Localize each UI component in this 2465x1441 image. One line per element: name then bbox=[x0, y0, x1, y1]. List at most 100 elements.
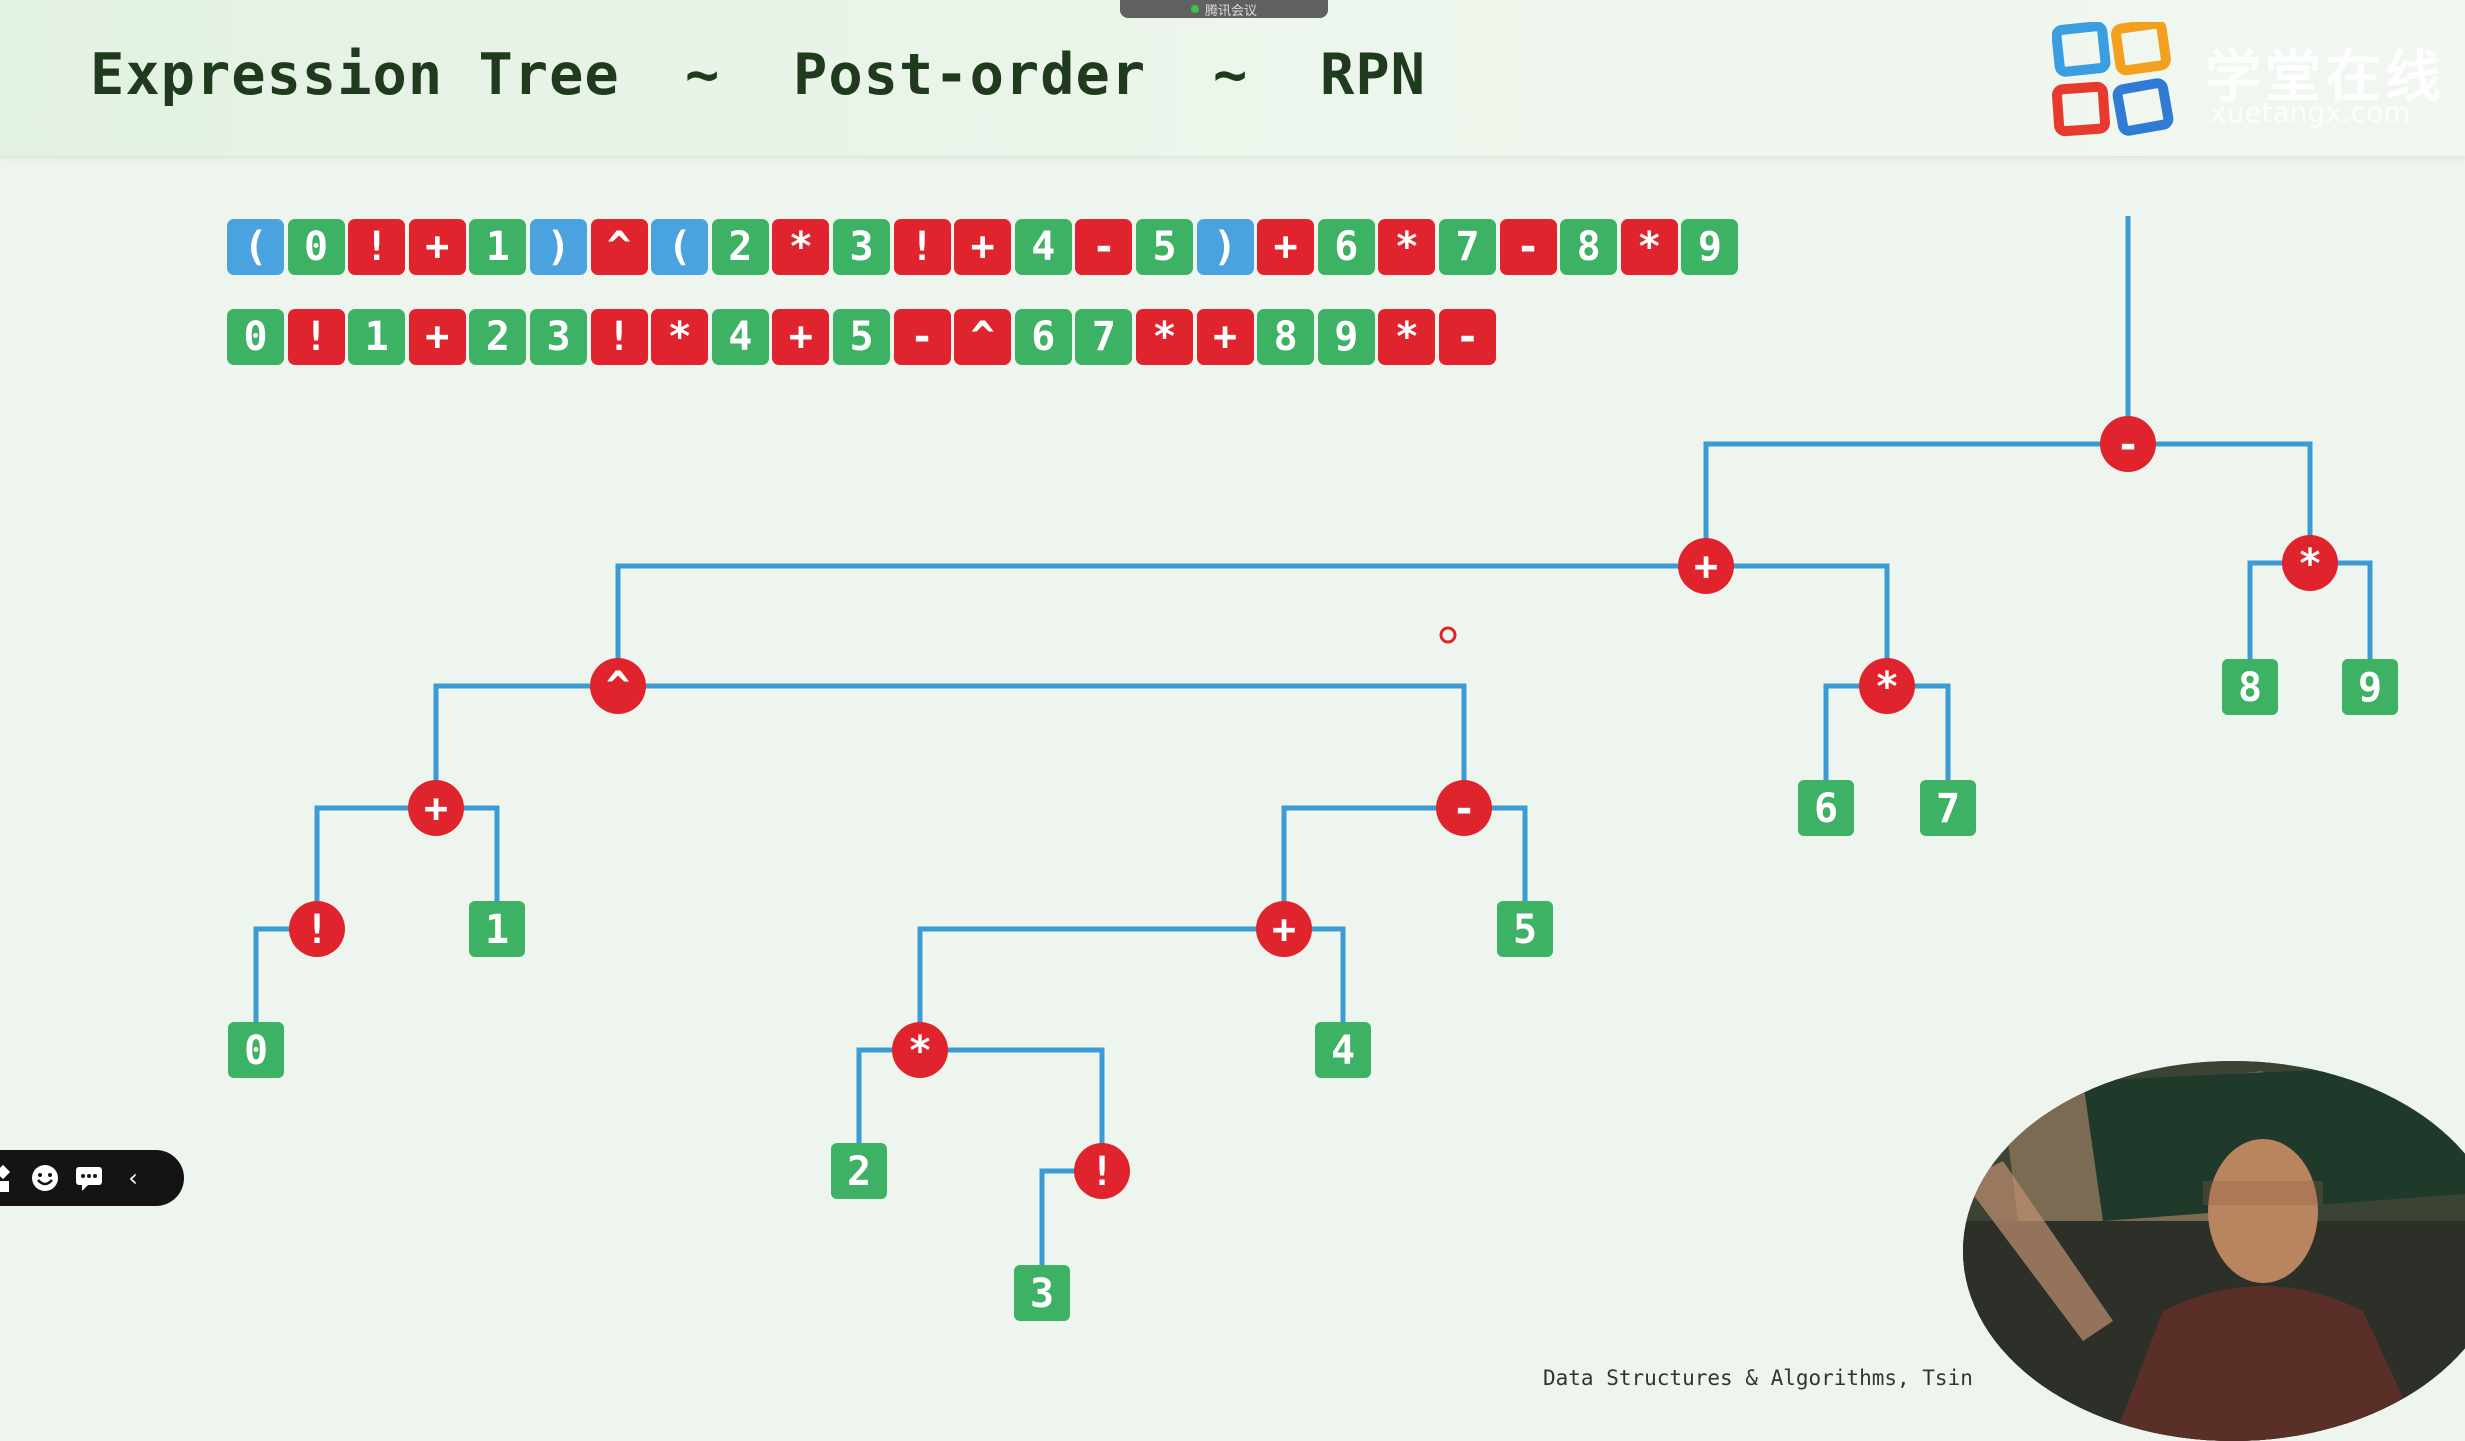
operand-node-n8: 8 bbox=[2222, 659, 2278, 715]
tools-icon[interactable] bbox=[0, 1163, 16, 1193]
operator-shape bbox=[1436, 780, 1492, 836]
infix-token: ! bbox=[893, 219, 951, 275]
logo-wordmark: 学堂在线 bbox=[2205, 45, 2445, 110]
infix-token: ) bbox=[1196, 219, 1254, 275]
operator-shape bbox=[2282, 535, 2338, 591]
infix-token: 3 bbox=[833, 219, 890, 275]
rpn-token: + bbox=[1196, 309, 1254, 365]
meeting-app-label: 腾讯会议 bbox=[1204, 3, 1257, 19]
rpn-token: * bbox=[1378, 309, 1436, 365]
emoji-icon[interactable] bbox=[30, 1163, 60, 1193]
tree-edge bbox=[917, 926, 1284, 1050]
infix-token: 7 bbox=[1439, 219, 1496, 275]
operand-shape bbox=[228, 1022, 284, 1078]
xuetangx-logo-icon bbox=[2051, 18, 2182, 148]
operand-node-n3: 3 bbox=[1014, 1265, 1070, 1321]
rpn-token: * bbox=[1136, 309, 1193, 365]
rpn-token: 0 bbox=[227, 309, 284, 365]
infix-token: 2 bbox=[711, 219, 769, 275]
pointer-cursor-icon bbox=[1439, 626, 1457, 644]
rpn-token: 6 bbox=[1014, 309, 1072, 365]
operator-shape bbox=[2100, 416, 2156, 472]
infix-token: - bbox=[1499, 219, 1557, 275]
rpn-token: 4 bbox=[711, 309, 769, 365]
operand-shape bbox=[1798, 780, 1854, 836]
node-label: 8 bbox=[2238, 665, 2262, 711]
operand-shape bbox=[2222, 659, 2278, 715]
operand-shape bbox=[1920, 780, 1976, 836]
presenter-video bbox=[1963, 1061, 2465, 1441]
operand-node-n7: 7 bbox=[1920, 780, 1976, 836]
tree-edge bbox=[1281, 805, 1464, 929]
meeting-app-tab[interactable]: 腾讯会议 bbox=[1120, 0, 1328, 19]
rpn-token: 9 bbox=[1317, 309, 1375, 365]
title-part-expression-tree: Expression Tree bbox=[90, 42, 620, 108]
rpn-token: 5 bbox=[833, 309, 890, 365]
operator-shape bbox=[1678, 538, 1734, 594]
rpn-token: 8 bbox=[1257, 309, 1315, 365]
operator-node-plus_b: + bbox=[408, 780, 464, 836]
operator-shape bbox=[289, 901, 345, 957]
operator-node-minus_root: - bbox=[2100, 416, 2156, 472]
operator-node-fact_0: ! bbox=[289, 901, 345, 957]
operator-node-times_23: * bbox=[892, 1022, 948, 1078]
node-label: 4 bbox=[1331, 1028, 1355, 1074]
operator-shape bbox=[1859, 658, 1915, 714]
operand-shape bbox=[1315, 1022, 1371, 1078]
rpn-token: 1 bbox=[348, 309, 406, 365]
infix-token: ! bbox=[348, 219, 406, 275]
node-label: 3 bbox=[1030, 1271, 1054, 1317]
operand-node-n5: 5 bbox=[1497, 901, 1553, 957]
tree-edge bbox=[615, 563, 1706, 686]
operand-node-n1: 1 bbox=[469, 901, 525, 957]
operator-node-plus_a: + bbox=[1678, 538, 1734, 594]
floating-toolbar: ‹ bbox=[0, 1150, 184, 1206]
infix-token: 6 bbox=[1317, 219, 1375, 275]
operand-node-n6: 6 bbox=[1798, 780, 1854, 836]
node-label: 7 bbox=[1936, 786, 1960, 832]
tree-edge bbox=[920, 1047, 1105, 1171]
infix-token: 8 bbox=[1560, 219, 1618, 275]
slide-title: Expression Tree ~ Post-order ~ RPN bbox=[90, 42, 1425, 504]
node-label: + bbox=[1272, 907, 1296, 953]
rpn-token: - bbox=[1439, 309, 1496, 365]
rpn-token: 2 bbox=[469, 309, 527, 365]
rpn-token: ^ bbox=[954, 309, 1012, 365]
node-label: * bbox=[1875, 664, 1899, 710]
operand-shape bbox=[469, 901, 525, 957]
status-dot-icon bbox=[1190, 5, 1199, 13]
slide-header: Expression Tree ~ Post-order ~ RPN 学堂在线 … bbox=[0, 0, 2465, 156]
infix-token: ^ bbox=[590, 219, 648, 275]
infix-token: ( bbox=[227, 219, 284, 275]
infix-token: ) bbox=[530, 219, 587, 275]
rpn-token: + bbox=[772, 309, 830, 365]
tree-edge bbox=[1703, 441, 2128, 566]
infix-token: + bbox=[954, 219, 1012, 275]
node-label: 2 bbox=[847, 1149, 871, 1195]
rpn-token: ! bbox=[287, 309, 345, 365]
operand-node-n4: 4 bbox=[1315, 1022, 1371, 1078]
operand-shape bbox=[1014, 1265, 1070, 1321]
infix-token: 5 bbox=[1136, 219, 1193, 275]
node-label: 5 bbox=[1513, 907, 1537, 953]
node-label: + bbox=[1694, 544, 1718, 590]
tree-edge bbox=[618, 683, 1467, 808]
tree-edge bbox=[433, 683, 618, 808]
operator-shape bbox=[1074, 1143, 1130, 1199]
operator-node-minus_b: - bbox=[1436, 780, 1492, 836]
infix-token: 0 bbox=[287, 219, 345, 275]
operator-shape bbox=[408, 780, 464, 836]
node-label: ^ bbox=[606, 664, 630, 710]
logo-domain: xuetangx.com bbox=[2210, 96, 2411, 129]
infix-token: - bbox=[1075, 219, 1133, 275]
rpn-token: - bbox=[893, 309, 951, 365]
title-part-post-order: Post-order bbox=[793, 42, 1147, 108]
node-label: * bbox=[2298, 541, 2322, 587]
chat-icon[interactable] bbox=[74, 1163, 104, 1193]
title-separator: ~ bbox=[685, 42, 721, 108]
tree-edge bbox=[2128, 441, 2313, 563]
collapse-icon[interactable]: ‹ bbox=[128, 1164, 138, 1192]
title-separator: ~ bbox=[1213, 42, 1249, 108]
operator-shape bbox=[892, 1022, 948, 1078]
